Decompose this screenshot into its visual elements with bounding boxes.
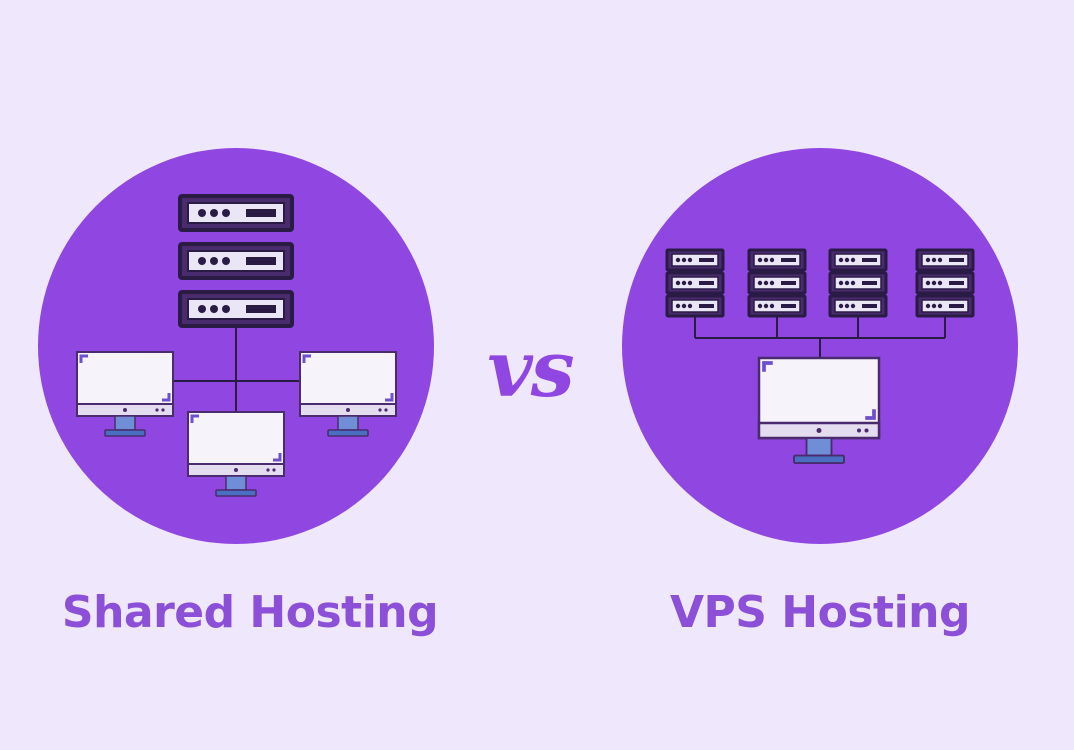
shared-network-lines	[174, 328, 300, 412]
vps-hosting-diagram	[622, 148, 1018, 544]
vps-server-stack	[915, 248, 975, 318]
shared-server-stack	[178, 194, 294, 328]
vps-hosting-label: VPS Hosting	[670, 587, 971, 638]
vps-server-stack	[665, 248, 725, 318]
vs-text: vs	[487, 324, 574, 415]
shared-hosting-diagram	[38, 148, 434, 544]
shared-hosting-label: Shared Hosting	[61, 587, 439, 638]
server-unit	[178, 242, 294, 280]
vps-server-stack	[747, 248, 807, 318]
server-unit	[178, 194, 294, 232]
vps-server-stack	[828, 248, 888, 318]
vps-network-lines	[694, 316, 946, 358]
server-unit	[178, 290, 294, 328]
